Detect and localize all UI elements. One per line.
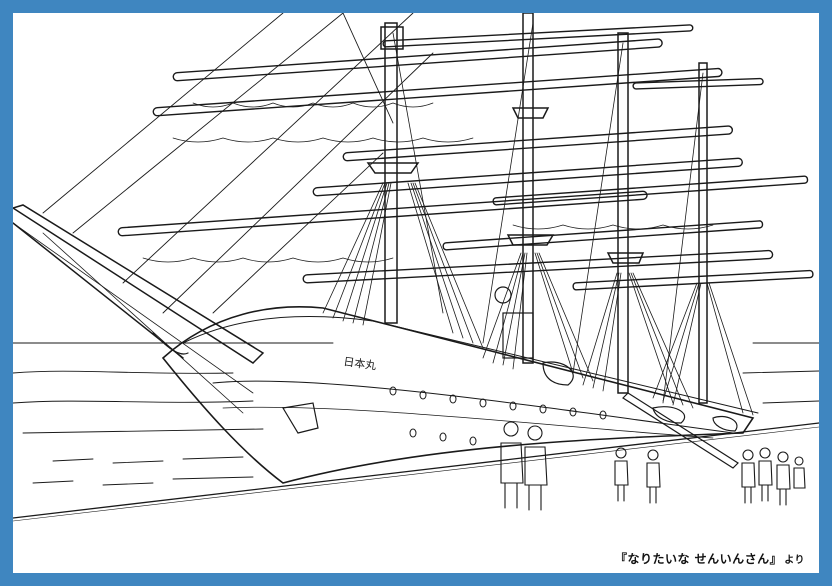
portholes (389, 386, 607, 446)
credit-title: 『なりたいな せんいんさん』 (615, 552, 783, 566)
ship-illustration: 日本丸 (13, 13, 819, 522)
person-group-quay (614, 447, 661, 504)
masts (366, 13, 708, 404)
people (500, 421, 806, 511)
yards (117, 24, 814, 291)
credit-suffix: より (784, 555, 805, 566)
shrouds (322, 22, 754, 416)
gangway (622, 392, 739, 469)
sea-lines (13, 342, 819, 486)
bowsprit (13, 204, 265, 414)
coloring-sheet: 日本丸 『なりたいな せんいんさん』より (13, 13, 819, 573)
ship-name: 日本丸 (343, 354, 378, 372)
person-group-right (741, 447, 806, 506)
quay-edge (13, 422, 819, 522)
person-group-front (500, 421, 548, 511)
deck-structures (494, 286, 738, 432)
furled-sails (142, 102, 714, 263)
ship-hull (152, 306, 759, 484)
credit-caption: 『なりたいな せんいんさん』より (615, 550, 805, 567)
stays (42, 13, 434, 314)
